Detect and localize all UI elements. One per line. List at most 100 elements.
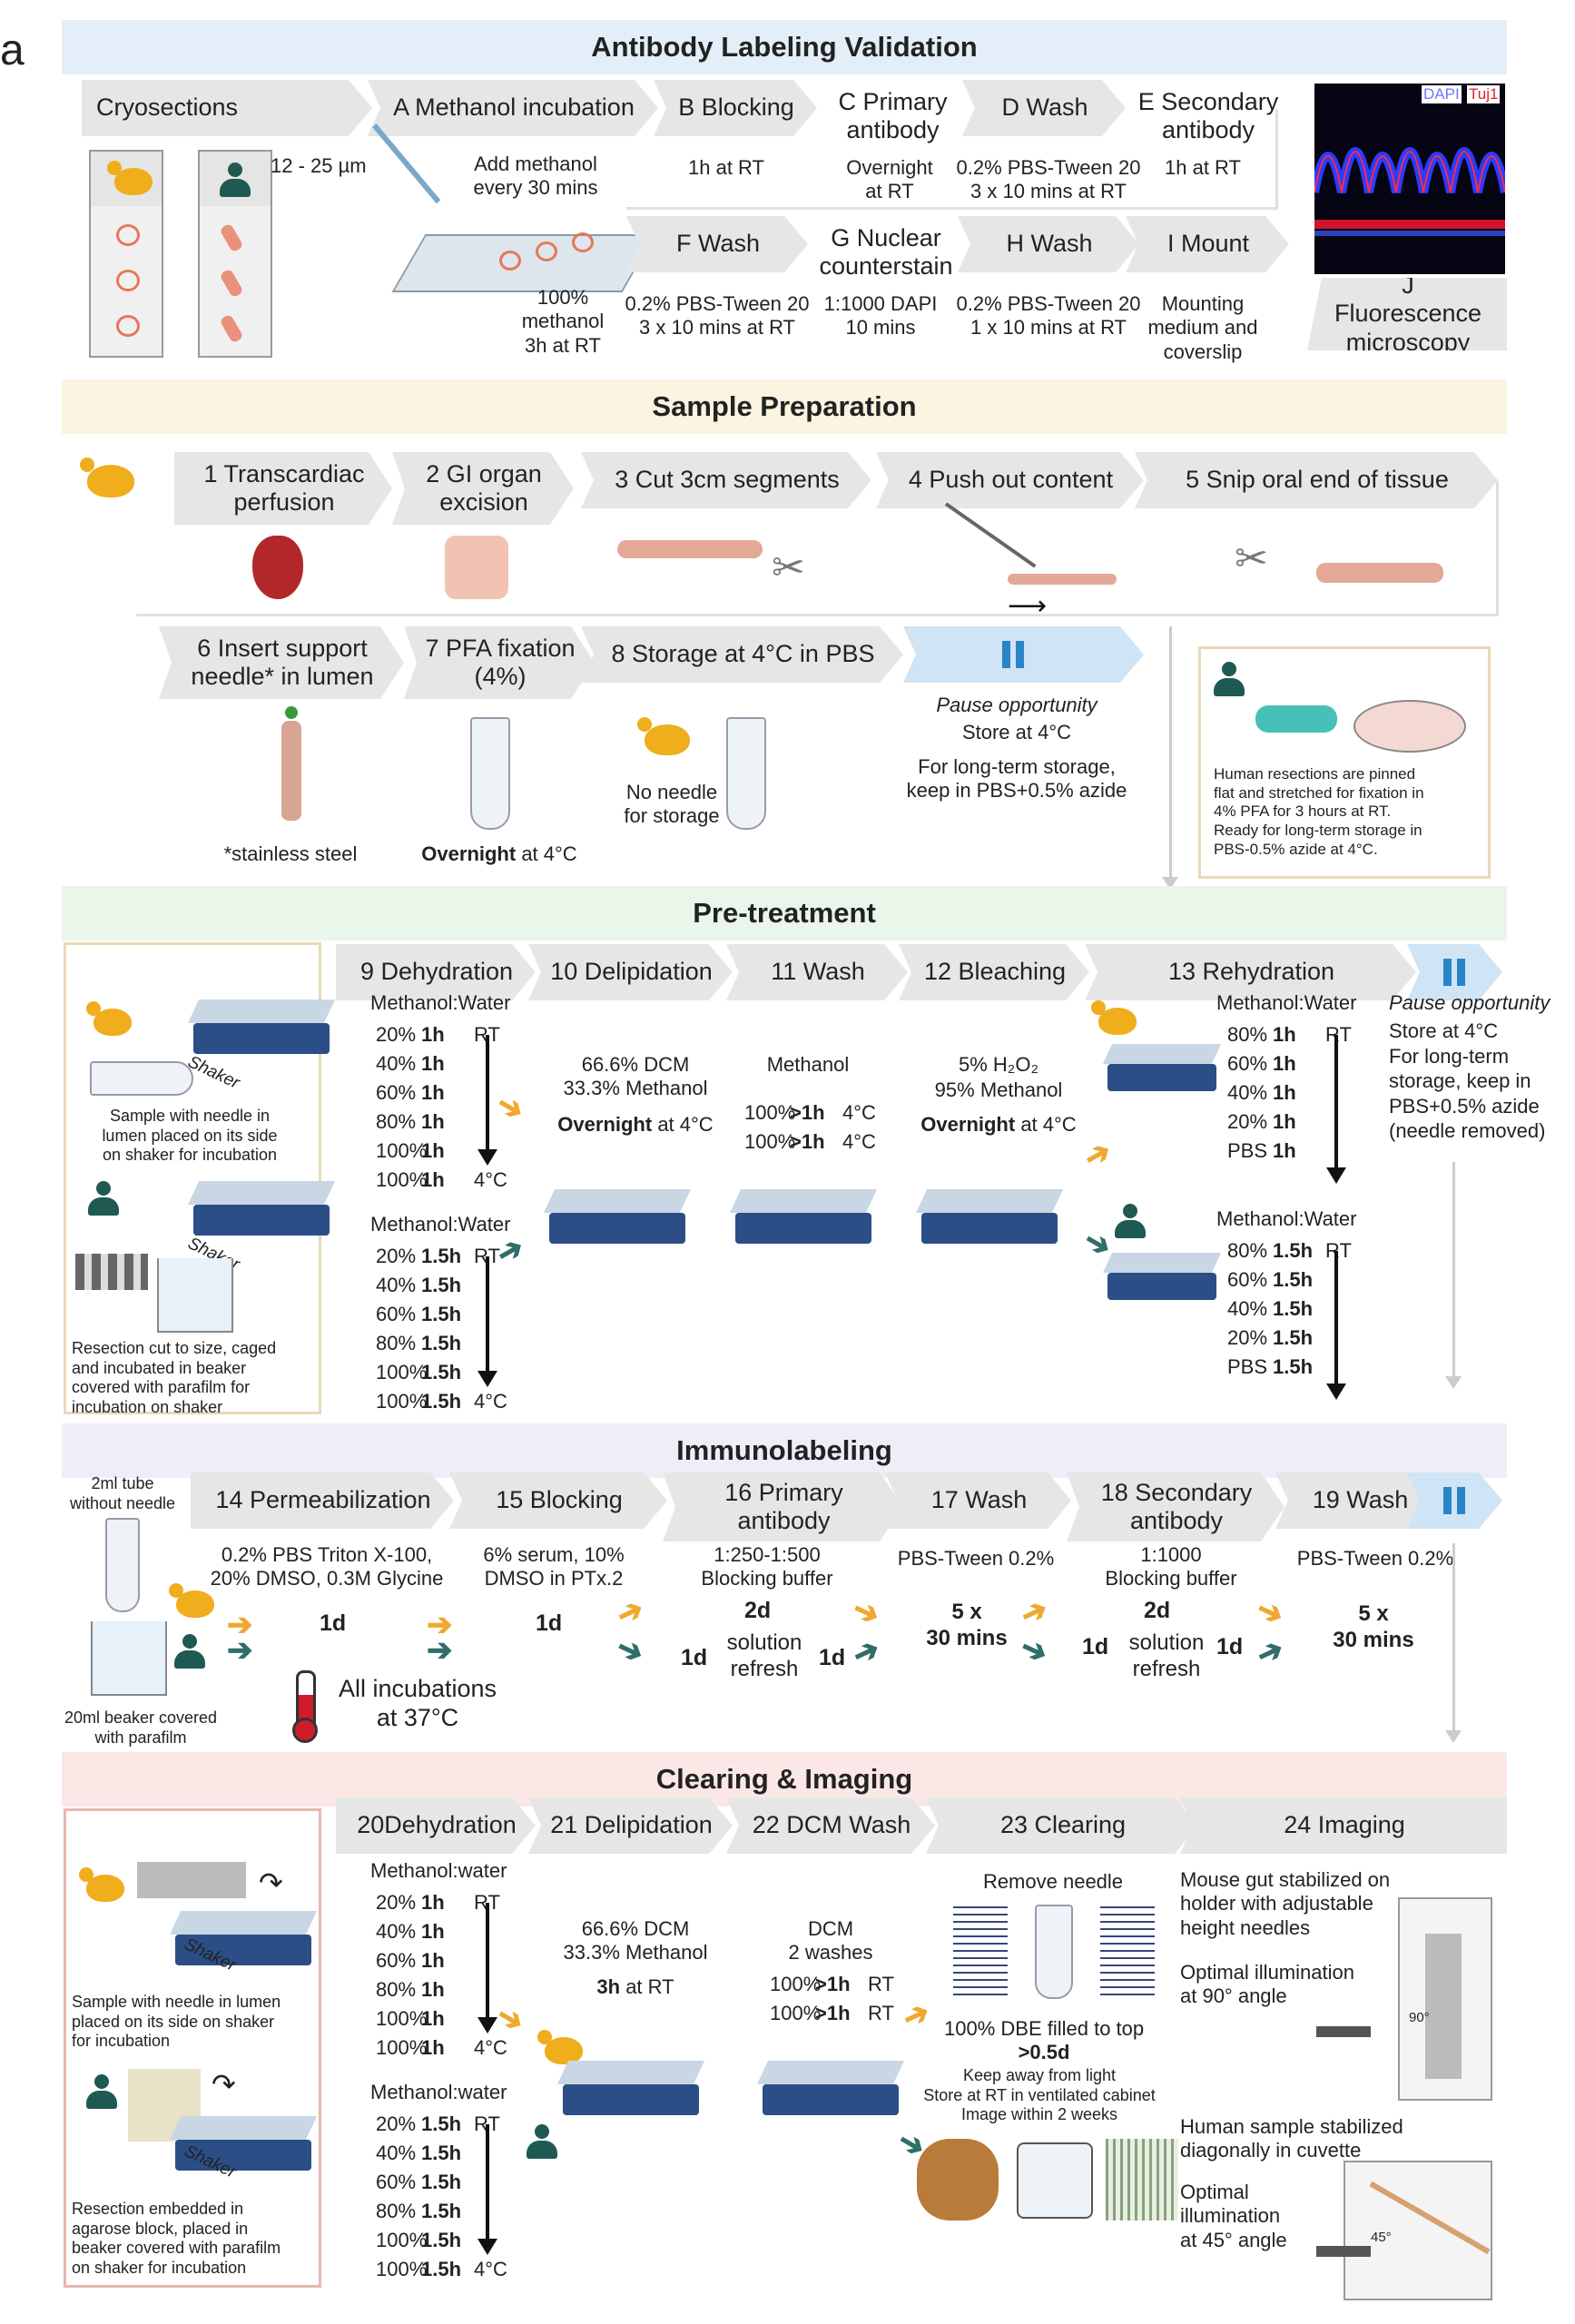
protocol-cell: 80% — [376, 2200, 417, 2222]
protocol-cell: 20% — [376, 1023, 417, 1046]
mouse-icon — [79, 1867, 124, 1902]
curved-arrow-icon: ↷ — [259, 1866, 283, 1899]
remove-needle: Remove needle — [982, 1870, 1124, 1893]
shaker-top — [729, 1189, 878, 1213]
flow-arrow-down — [477, 1035, 497, 1166]
shaker-top — [187, 1000, 336, 1023]
step-16-time-human-2: 1d — [819, 1645, 846, 1670]
protocol-cell: 1.5h — [421, 1361, 462, 1384]
thermometer-bulb — [292, 1718, 318, 1743]
step-20-dehydration: 20Dehydration — [336, 1797, 536, 1854]
tissue-strip — [219, 222, 244, 253]
shaker-base — [175, 1935, 311, 1965]
step-e-detail: 1h at RT — [1165, 156, 1241, 179]
step-8-note: No needle for storage — [624, 781, 720, 828]
dbe-fill: 100% DBE filled to top — [944, 2017, 1145, 2040]
mw-header-mouse: Methanol:Water — [370, 991, 511, 1014]
protocol-row: 80%1h — [376, 1975, 507, 2004]
step-a-detail: 100% methanol 3h at RT — [521, 286, 605, 357]
mouse-flow-arrow: ➔ — [897, 1994, 936, 2037]
tissue-photo — [953, 1905, 1008, 1995]
protocol-cell: 100% — [770, 2002, 822, 2024]
angle-45: 45° — [1371, 2230, 1392, 2245]
step-15-blocking: 15 Blocking — [449, 1472, 667, 1529]
protocol-cell: 100% — [376, 1361, 428, 1384]
human-icon — [220, 162, 251, 199]
connector-line — [626, 207, 1278, 210]
section-pretreatment-header: Pre-treatment — [62, 886, 1507, 940]
protocol-cell: 20% — [1227, 1110, 1268, 1133]
beaker-icon — [157, 1258, 233, 1333]
protocol-cell: RT — [1325, 1023, 1352, 1046]
flow-arrow-down — [1445, 1162, 1462, 1389]
step-16-detail: 1:250-1:500 Blocking buffer — [701, 1543, 833, 1590]
shaker-icon — [756, 2061, 905, 2124]
forceps-icon — [944, 502, 1037, 568]
step-8-storage: 8 Storage at 4°C in PBS — [581, 626, 903, 683]
tube-note: 2ml tube without needle — [69, 1474, 176, 1512]
flow-arrow-down — [1162, 626, 1178, 890]
flow-arrow-down — [477, 1903, 497, 2034]
protocol-row: 60%1h — [376, 1078, 507, 1108]
protocol-cell: 40% — [376, 1274, 417, 1296]
protocol-cell: 1h — [1273, 1081, 1296, 1104]
protocol-cell: 1.5h — [421, 1390, 462, 1413]
glass-slide — [391, 234, 656, 292]
protocol-row: 40%1.5h — [1227, 1295, 1352, 1324]
step-22-dcm-wash: 22 DCM Wash — [726, 1797, 935, 1854]
protocol-cell: 1h — [421, 1978, 445, 2001]
label-dapi: DAPI — [1422, 85, 1462, 103]
clearing-sample-panel: ↷ Shaker Sample with needle in lumen pla… — [64, 1808, 321, 2288]
tube-icon — [726, 717, 766, 830]
shaker-top — [169, 2116, 318, 2140]
protocol-cell: 4°C — [842, 1130, 876, 1153]
step-f-wash: F Wash — [626, 216, 808, 272]
protocol-row: 80%1h — [376, 1108, 507, 1137]
step-18-secondary-antibody: 18 Secondary antibody — [1067, 1472, 1285, 1541]
protocol-cell: 20% — [376, 2112, 417, 2135]
shaker-base — [193, 1205, 330, 1236]
protocol-cell: 1h — [421, 2007, 445, 2030]
step-21-delipidation: 21 Delipidation — [528, 1797, 733, 1854]
step-6-note: *stainless steel — [223, 842, 358, 865]
step-18-time-mouse: 2d — [1144, 1598, 1171, 1623]
protocol-cell: 100% — [744, 1101, 796, 1124]
shaker-base — [549, 1213, 685, 1244]
mouse-icon — [86, 1001, 132, 1036]
mouse-icon — [1091, 1000, 1137, 1035]
protocol-cell: 100% — [376, 1390, 428, 1413]
fluorescence-image: DAPI Tuj1 — [1314, 84, 1505, 274]
mouse-icon — [637, 717, 690, 755]
cage-icon — [75, 1254, 148, 1290]
tissue-strip — [219, 268, 244, 299]
tissue-ring — [116, 315, 140, 337]
step-17-time: 5 x 30 mins — [926, 1600, 1008, 1650]
rehyd-header-mouse: Methanol:Water — [1216, 991, 1357, 1014]
protocol-cell: RT — [868, 1973, 894, 1995]
rehyd-header-human: Methanol:Water — [1216, 1207, 1357, 1230]
flow-arrow-down — [1445, 1543, 1462, 1743]
protocol-cell: 4°C — [474, 1390, 507, 1413]
protocol-cell: 100% — [376, 2036, 428, 2059]
step-g-nuclear-counterstain: G Nuclear counterstain — [819, 223, 953, 280]
step-2-gi-organ-excision: 2 GI organ excision — [392, 452, 574, 525]
protocol-row: 100%1h — [376, 2004, 507, 2034]
section-thickness: 12 - 25 µm — [271, 154, 367, 177]
step-9-dehydration: 9 Dehydration — [336, 944, 536, 1000]
shaker-base — [735, 1213, 871, 1244]
step-d-detail: 0.2% PBS-Tween 20 3 x 10 mins at RT — [956, 156, 1141, 203]
scissors-icon: ✂ — [772, 546, 805, 590]
pretreat-human-note: Resection cut to size, caged and incubat… — [72, 1339, 277, 1416]
shaker-base — [175, 2140, 311, 2171]
delipidation-time: Overnight at 4°C — [557, 1113, 714, 1136]
protocol-cell: 60% — [376, 2171, 417, 2193]
wash-title: Methanol — [766, 1053, 850, 1076]
step-f-detail: 0.2% PBS-Tween 20 3 x 10 mins at RT — [625, 292, 810, 340]
